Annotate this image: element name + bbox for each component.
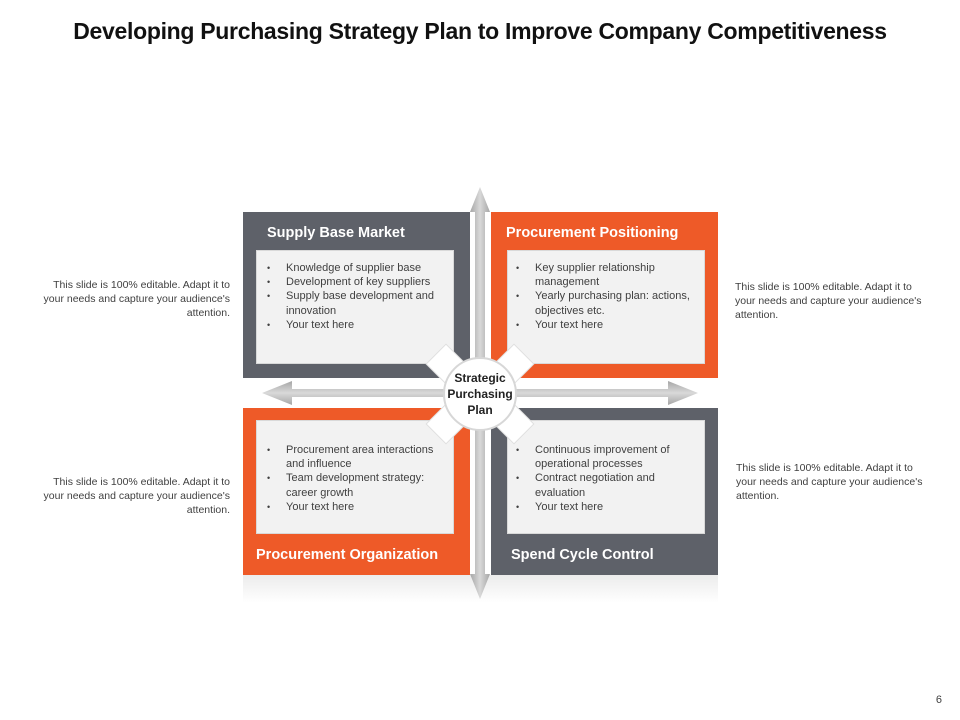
bullet-item: Development of key suppliers xyxy=(267,275,447,289)
bullet-item: Your text here xyxy=(267,318,447,332)
quadrant-title: Spend Cycle Control xyxy=(511,547,654,563)
center-label-line: Purchasing xyxy=(447,387,513,401)
quadrant-spend-cycle-control: Continuous improvement of operational pr… xyxy=(491,408,718,575)
quadrant-content-panel: Procurement area interactions and influe… xyxy=(256,420,454,534)
quadrant-procurement-positioning: Procurement Positioning Key supplier rel… xyxy=(491,212,718,378)
quadrant-procurement-organization: Procurement area interactions and influe… xyxy=(243,408,470,575)
center-label-line: Strategic xyxy=(454,371,506,385)
quadrant-title: Supply Base Market xyxy=(267,225,405,241)
quadrant-content-panel: Continuous improvement of operational pr… xyxy=(507,420,705,534)
bullet-item: Supply base development and innovation xyxy=(267,289,447,317)
quadrant-supply-base-market: Supply Base Market Knowledge of supplier… xyxy=(243,212,470,378)
center-hub-circle: Strategic Purchasing Plan xyxy=(443,357,517,431)
bullet-item: Your text here xyxy=(516,318,694,332)
bullet-list: Key supplier relationship managementYear… xyxy=(516,261,694,332)
panel-reflection xyxy=(243,575,718,603)
bullet-item: Contract negotiation and evaluation xyxy=(516,471,694,499)
quadrant-content-panel: Key supplier relationship managementYear… xyxy=(507,250,705,364)
center-label-line: Plan xyxy=(467,403,493,417)
quadrant-content-panel: Knowledge of supplier baseDevelopment of… xyxy=(256,250,454,364)
quadrant-title: Procurement Organization xyxy=(256,547,439,563)
slide-title: Developing Purchasing Strategy Plan to I… xyxy=(73,18,887,44)
quadrant-title: Procurement Positioning xyxy=(506,225,679,241)
bullet-item: Your text here xyxy=(267,500,447,514)
page-number: 6 xyxy=(935,694,942,706)
side-note-top-left: This slide is 100% editable. Adapt it to… xyxy=(43,279,230,319)
bullet-item: Key supplier relationship management xyxy=(516,261,694,289)
bullet-item: Continuous improvement of operational pr… xyxy=(516,443,694,471)
bullet-item: Yearly purchasing plan: actions, objecti… xyxy=(516,289,694,317)
side-note-bottom-left: This slide is 100% editable. Adapt it to… xyxy=(43,476,230,516)
bullet-item: Knowledge of supplier base xyxy=(267,261,447,275)
bullet-item: Your text here xyxy=(516,500,694,514)
side-note-top-right: This slide is 100% editable. Adapt it to… xyxy=(735,281,922,321)
bullet-item: Procurement area interactions and influe… xyxy=(267,443,447,471)
bullet-list: Knowledge of supplier baseDevelopment of… xyxy=(267,261,447,332)
side-note-bottom-right: This slide is 100% editable. Adapt it to… xyxy=(736,462,923,502)
bullet-item: Team development strategy: career growth xyxy=(267,471,447,499)
bullet-list: Continuous improvement of operational pr… xyxy=(516,443,694,514)
bullet-list: Procurement area interactions and influe… xyxy=(267,443,447,514)
